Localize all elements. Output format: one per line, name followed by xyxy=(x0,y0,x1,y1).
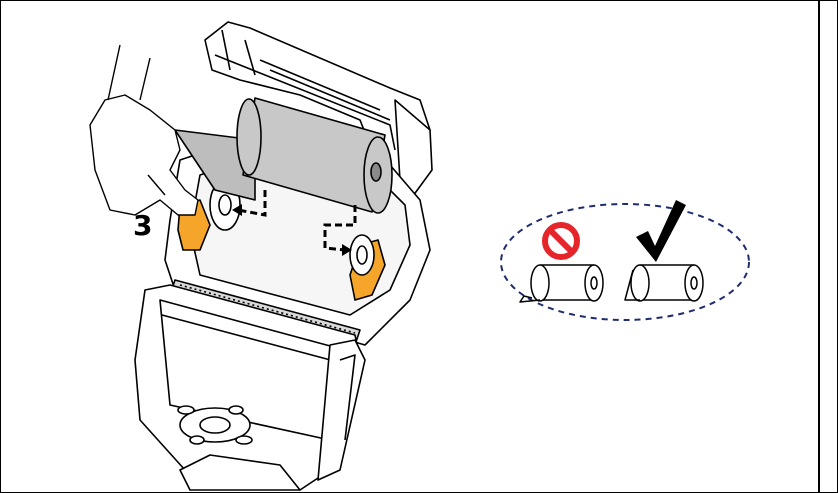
comparison-callout xyxy=(500,203,750,321)
arrow-heads xyxy=(232,204,352,256)
check-icon xyxy=(636,200,686,262)
insert-guide-arrows xyxy=(237,190,357,252)
frame-right-edge xyxy=(818,0,820,493)
hand-icon xyxy=(89,44,199,216)
paper-roll-icon xyxy=(174,97,393,214)
prohibited-icon xyxy=(542,222,580,260)
correct-roll-icon xyxy=(624,264,704,302)
step-number: 3 xyxy=(133,209,153,242)
printer-icon xyxy=(134,21,433,491)
incorrect-roll-icon xyxy=(519,264,604,303)
